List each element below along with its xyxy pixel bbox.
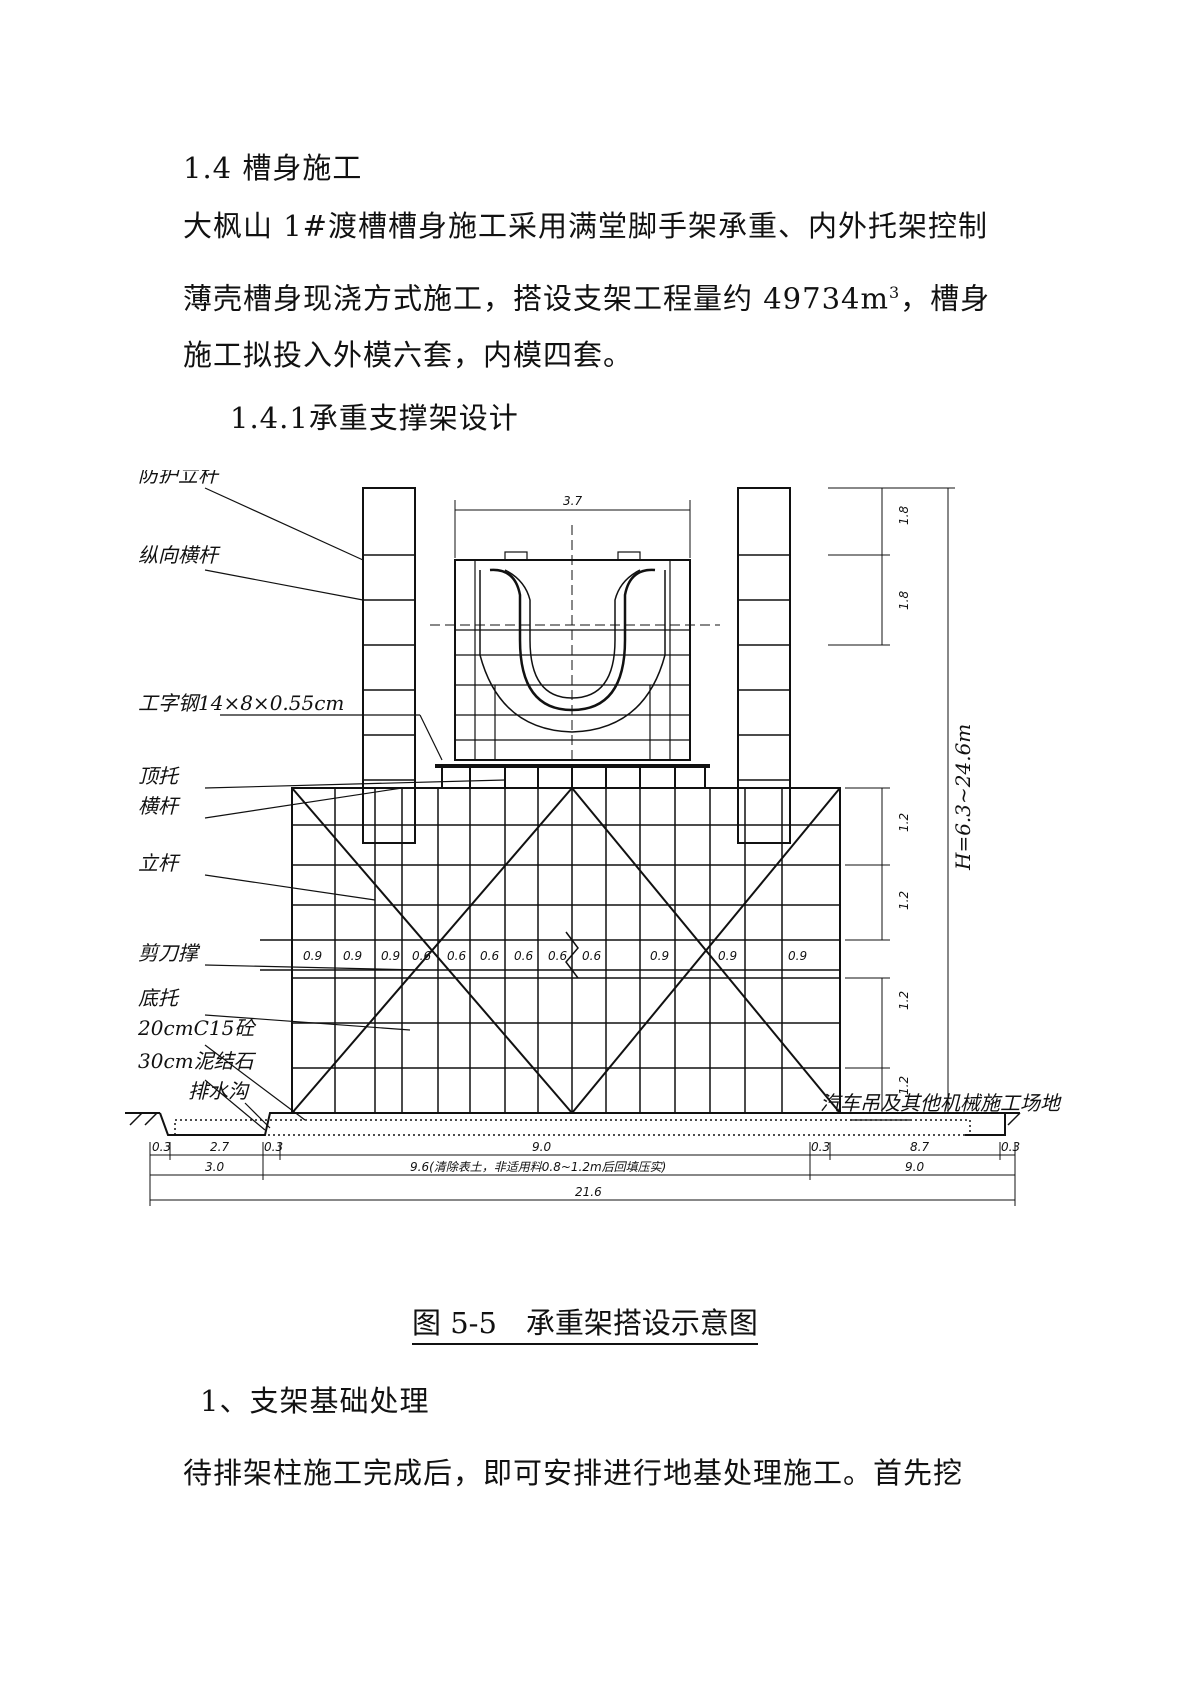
label-longitudinal-bar: 纵向横杆: [138, 543, 221, 567]
label-cross-brace: 剪刀撑: [138, 941, 201, 965]
figure-caption: 图 5-5 承重架搭设示意图: [412, 1305, 758, 1345]
label-gravel-layer: 30cm泥结石: [138, 1049, 257, 1073]
spacing-12: 0.9: [788, 949, 807, 963]
section1-line: 待排架柱施工完成后，即可安排进行地基处理施工。首先挖: [183, 1456, 964, 1490]
intro-line-1: 大枫山 1#渡槽槽身施工采用满堂脚手架承重、内外托架控制: [183, 209, 988, 243]
label-guard-pole: 防护立杆: [138, 470, 221, 487]
dim-right-2: 1.8: [897, 591, 911, 610]
bottom-dim-3: 0.3: [264, 1140, 283, 1154]
label-horizontal-bar: 横杆: [138, 794, 181, 818]
spacing-10: 0.9: [650, 949, 669, 963]
spacing-8: 0.6: [548, 949, 567, 963]
bottom-dim-1: 0.3: [152, 1140, 171, 1154]
intro-line-2-main: 薄壳槽身现浇方式施工，搭设支架工程量约 49734m: [183, 281, 889, 316]
bottom-dim-5: 0.3: [811, 1140, 830, 1154]
label-base-jack: 底托: [138, 986, 180, 1010]
spacing-9: 0.6: [582, 949, 601, 963]
section-heading: 1.4 槽身施工: [183, 151, 363, 185]
bottom-dim-8: 3.0: [205, 1160, 224, 1174]
dim-right-4: 1.2: [897, 891, 911, 910]
dim-top-width: 3.7: [563, 494, 582, 508]
bottom-dim-6: 8.7: [910, 1140, 929, 1154]
intro-line-2-tail: ，槽身: [900, 281, 991, 316]
spacing-2: 0.9: [343, 949, 362, 963]
dim-right-6: 1.2: [897, 1076, 911, 1095]
dim-right-3: 1.2: [897, 813, 911, 832]
label-vertical-pole: 立杆: [138, 851, 181, 875]
spacing-6: 0.6: [480, 949, 499, 963]
spacing-1: 0.9: [303, 949, 322, 963]
bottom-dim-4: 9.0: [532, 1140, 551, 1154]
support-frame-diagram: 防护立杆 纵向横杆 工字钢14×8×0.55cm 顶托 横杆 立杆 剪刀撑 底托…: [125, 470, 1062, 1206]
bottom-dim-2: 2.7: [210, 1140, 229, 1154]
label-concrete-layer: 20cmC15砼: [137, 1016, 256, 1040]
spacing-7: 0.6: [514, 949, 533, 963]
unit-superscript: 3: [888, 283, 901, 302]
dim-right-5: 1.2: [897, 991, 911, 1010]
spacing-5: 0.6: [447, 949, 466, 963]
bottom-dim-7: 0.3: [1001, 1140, 1020, 1154]
subsection-heading: 1.4.1承重支撑架设计: [230, 401, 519, 435]
label-drain: 排水沟: [188, 1079, 250, 1103]
label-top-jack: 顶托: [138, 764, 180, 788]
spacing-11: 0.9: [718, 949, 737, 963]
bottom-dim-total: 21.6: [575, 1185, 602, 1199]
bottom-dim-10: 9.0: [905, 1160, 924, 1174]
label-crane-site: 汽车吊及其他机械施工场地: [820, 1091, 1062, 1115]
section1-title: 1、支架基础处理: [200, 1384, 430, 1418]
spacing-3: 0.9: [381, 949, 400, 963]
intro-line-3: 施工拟投入外模六套，内模四套。: [183, 338, 634, 372]
spacing-4: 0.6: [412, 949, 431, 963]
bottom-dim-9: 9.6(清除表土，非适用料0.8~1.2m后回填压实): [410, 1160, 666, 1174]
height-label: H=6.3~24.6m: [951, 724, 975, 871]
dim-right-1: 1.8: [897, 506, 911, 525]
intro-line-2: 薄壳槽身现浇方式施工，搭设支架工程量约 49734m3，槽身: [183, 275, 990, 317]
label-i-beam: 工字钢14×8×0.55cm: [138, 691, 344, 715]
